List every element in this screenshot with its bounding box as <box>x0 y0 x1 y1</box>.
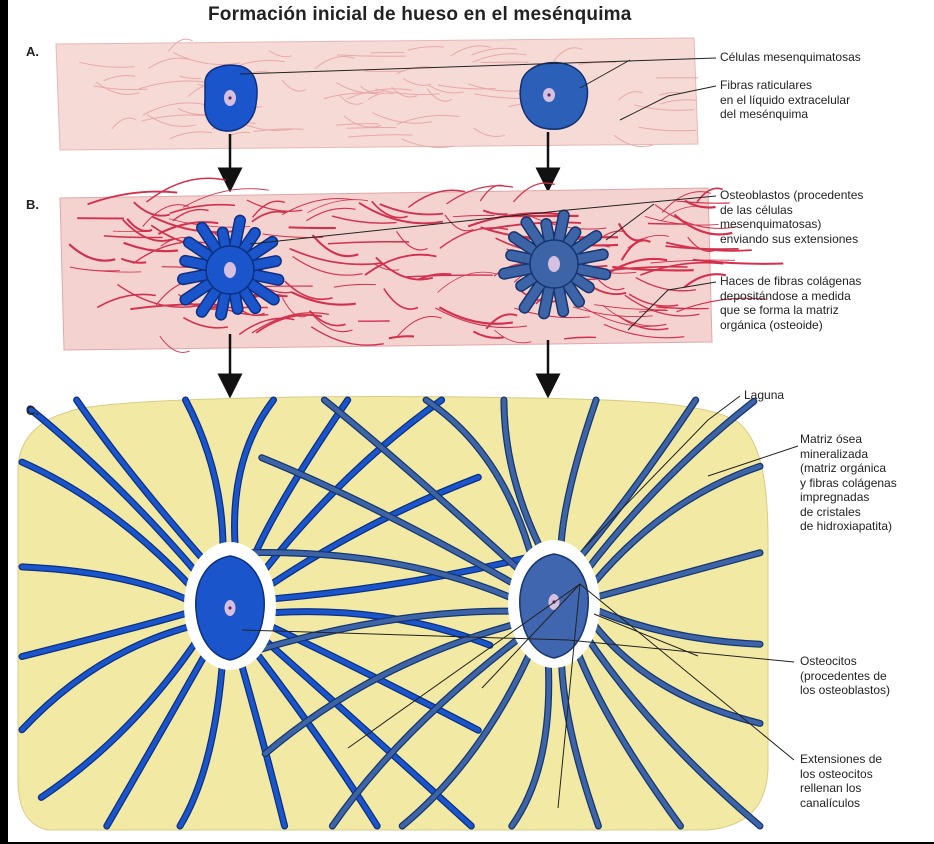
lacuna-left <box>184 542 276 670</box>
panel-label-a: A. <box>26 44 39 59</box>
label-mesenchymal-cells: Células mesenquimatosas <box>720 50 861 65</box>
label-bone-matrix: Matriz ósea mineralizada (matriz orgánic… <box>800 432 897 534</box>
label-line: (procedentes de <box>800 669 890 684</box>
label-line: enviando sus extensiones <box>720 232 863 247</box>
osteoblast-nucleus <box>548 256 560 272</box>
label-line: mesenquimatosas) <box>720 217 863 232</box>
lacuna-right <box>508 540 600 668</box>
label-reticular-fibers: Fibras raticulares en el líquido extrace… <box>720 78 850 122</box>
label-line: los osteocitos <box>800 767 882 782</box>
label-line: y fibras colágenas <box>800 476 897 491</box>
diagram-sheet: Formación inicial de hueso en el mesénqu… <box>8 0 934 842</box>
label-line: canalículos <box>800 796 882 811</box>
panel-label-c: C. <box>26 403 39 418</box>
label-line: Osteoblastos (procedentes <box>720 188 863 203</box>
label-line: rellenan los <box>800 781 882 796</box>
label-collagen-bundles: Haces de fibras colágenas depositándose … <box>720 274 861 332</box>
page-title: Formación inicial de hueso en el mesénqu… <box>208 4 688 26</box>
collagen-fiber <box>289 227 336 228</box>
label-lacuna: Laguna <box>744 388 784 403</box>
label-line: que se forma la matriz <box>720 303 861 318</box>
panel-label-b: B. <box>26 197 39 212</box>
label-line: Matriz ósea <box>800 432 897 447</box>
label-line: de cristales <box>800 505 897 520</box>
label-line: de hidroxiapatita) <box>800 519 897 534</box>
label-line: Osteocitos <box>800 654 890 669</box>
diagram-artwork <box>8 0 934 842</box>
label-line: los osteoblastos) <box>800 683 890 698</box>
label-osteoblasts: Osteoblastos (procedentes de las células… <box>720 188 863 246</box>
label-line: de las células <box>720 203 863 218</box>
label-line: Haces de fibras colágenas <box>720 274 861 289</box>
label-line: impregnadas <box>800 490 897 505</box>
label-line: del mesénquima <box>720 107 850 122</box>
label-osteocyte-extensions: Extensiones de los osteocitos rellenan l… <box>800 752 882 810</box>
osteoblast-nucleus <box>224 262 236 278</box>
label-line: en el líquido extracelular <box>720 93 850 108</box>
label-line: Extensiones de <box>800 752 882 767</box>
label-osteocytes: Osteocitos (procedentes de los osteoblas… <box>800 654 890 698</box>
mesenchymal-cell-left <box>205 65 257 131</box>
label-line: (matriz orgánica <box>800 461 897 476</box>
label-line: depositándose a medida <box>720 289 861 304</box>
label-line: mineralizada <box>800 447 897 462</box>
label-line: Fibras raticulares <box>720 78 850 93</box>
mesenchymal-cell-right <box>520 62 587 129</box>
label-line: orgánica (osteoide) <box>720 318 861 333</box>
